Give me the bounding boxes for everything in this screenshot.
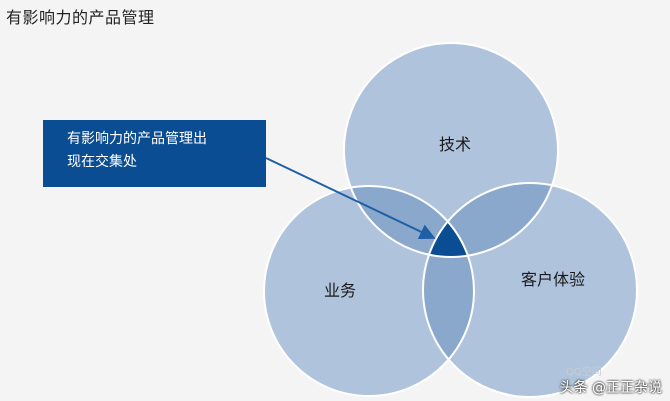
tech-ux-overlap	[423, 183, 558, 257]
watermark: QQ空间	[566, 367, 602, 378]
attribution: 头条 @正正杂说	[559, 380, 662, 396]
ux-label: 客户体验	[521, 270, 585, 289]
callout-box: 有影响力的产品管理出 现在交集处	[43, 120, 266, 187]
tech-label: 技术	[439, 135, 471, 154]
callout-line-1: 有影响力的产品管理出	[67, 131, 207, 147]
business-label: 业务	[324, 281, 356, 300]
callout-line-2: 现在交集处	[67, 154, 137, 170]
page-title: 有影响力的产品管理	[6, 8, 155, 27]
callout-arrow	[265, 157, 436, 240]
